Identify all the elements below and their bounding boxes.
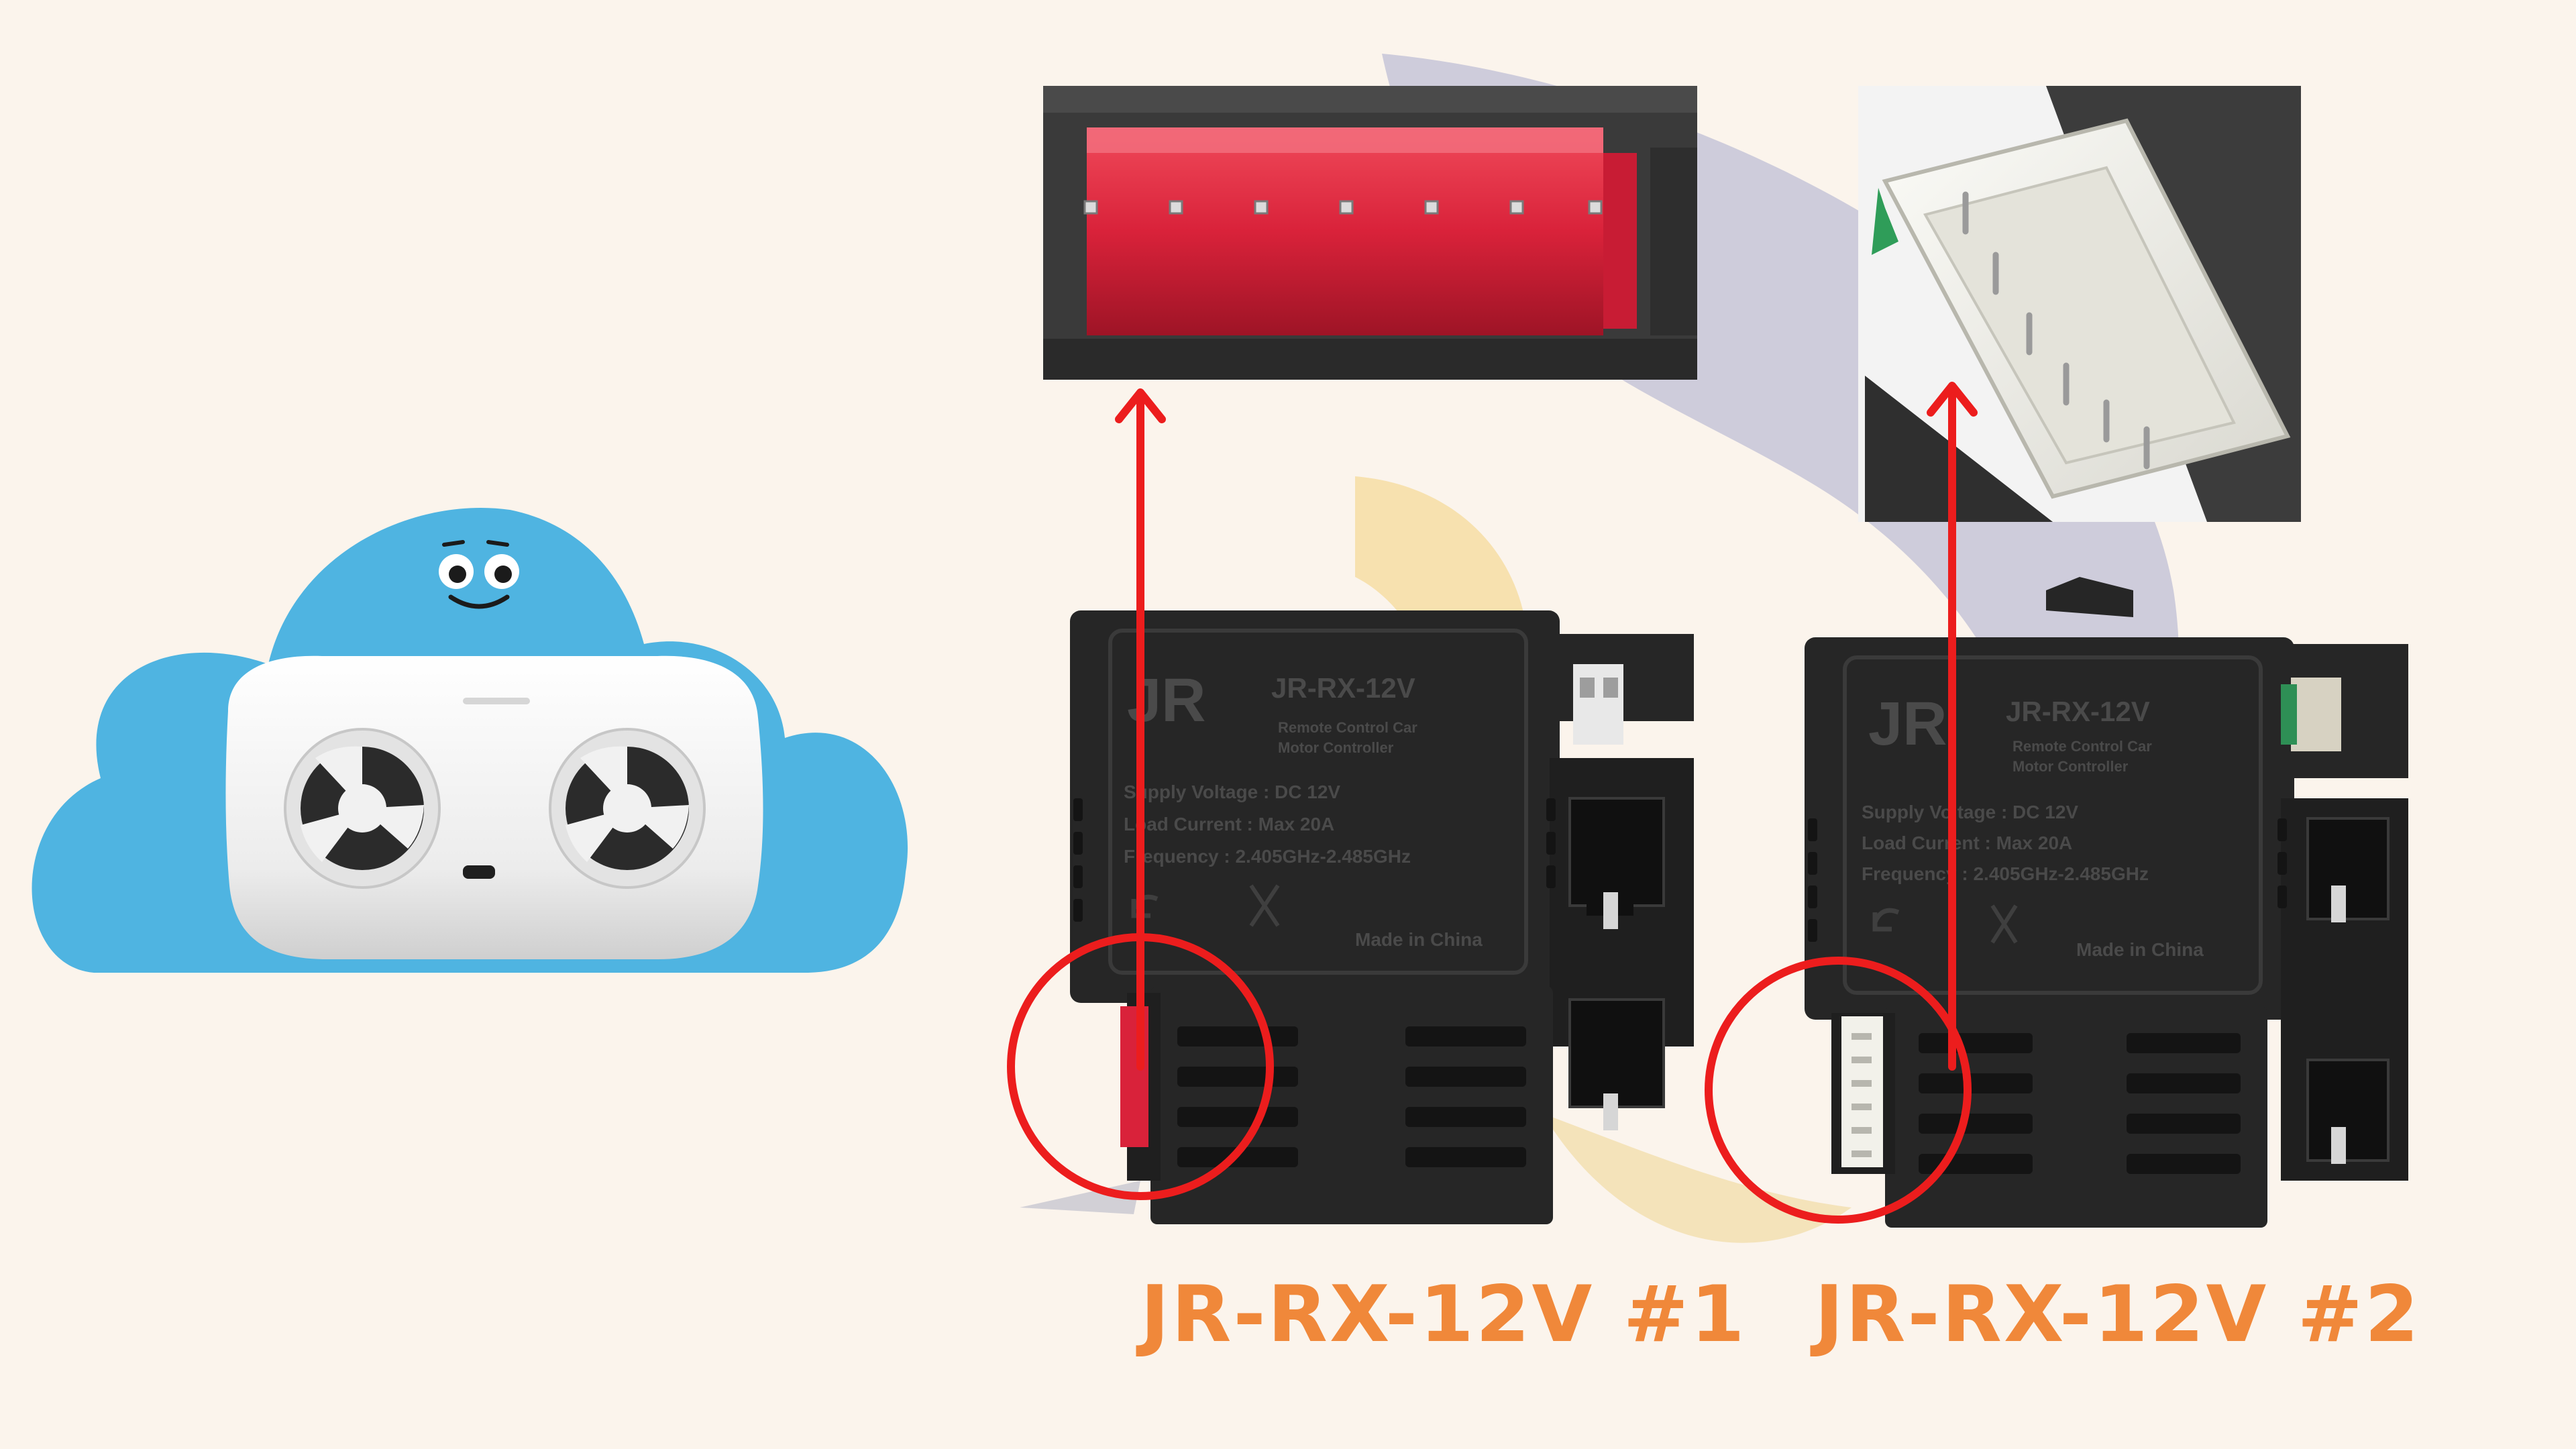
controller-2-desc-line1: Remote Control Car bbox=[2012, 738, 2152, 755]
callout-2 bbox=[1705, 382, 1978, 1224]
controller-2-desc-line2: Motor Controller bbox=[2012, 758, 2129, 775]
controller-1-made-in: Made in China bbox=[1355, 929, 1483, 950]
controller-2-load: Load Current : Max 20A bbox=[1862, 833, 2072, 853]
white-6-pin-connector bbox=[1858, 86, 2301, 522]
controller-2-model: JR-RX-12V bbox=[2006, 696, 2150, 727]
highlight-circle-2 bbox=[1705, 957, 1972, 1224]
controller-1-board bbox=[1070, 610, 1694, 1224]
controller-2-board bbox=[1805, 577, 2408, 1228]
controller-2-made-in: Made in China bbox=[2076, 939, 2204, 960]
controller-1-frequency: Frequency : 2.405GHz-2.485GHz bbox=[1124, 846, 1411, 867]
controller-2-frequency: Frequency : 2.405GHz-2.485GHz bbox=[1862, 863, 2149, 884]
callout-1 bbox=[1007, 388, 1274, 1200]
controller-1-model: JR-RX-12V bbox=[1271, 672, 1415, 704]
controller-1-supply: Supply Voltage : DC 12V bbox=[1124, 782, 1340, 802]
controller-2-supply: Supply Voltage : DC 12V bbox=[1862, 802, 2078, 822]
red-7-pin-connector bbox=[1043, 86, 1697, 380]
rc-transmitter-image bbox=[225, 655, 763, 959]
controller-2-caption: JR-RX-12V #2 bbox=[1815, 1269, 2421, 1360]
controller-2-logo: JR bbox=[1868, 690, 1947, 758]
controller-1-caption: JR-RX-12V #1 bbox=[1140, 1269, 1747, 1360]
controller-1-desc-line1: Remote Control Car bbox=[1278, 719, 1417, 736]
controller-1-load: Load Current : Max 20A bbox=[1124, 814, 1334, 835]
controller-1-desc-line2: Motor Controller bbox=[1278, 739, 1394, 756]
arrow-head-1 bbox=[1115, 388, 1166, 423]
arrow-head-2 bbox=[1927, 382, 1978, 417]
